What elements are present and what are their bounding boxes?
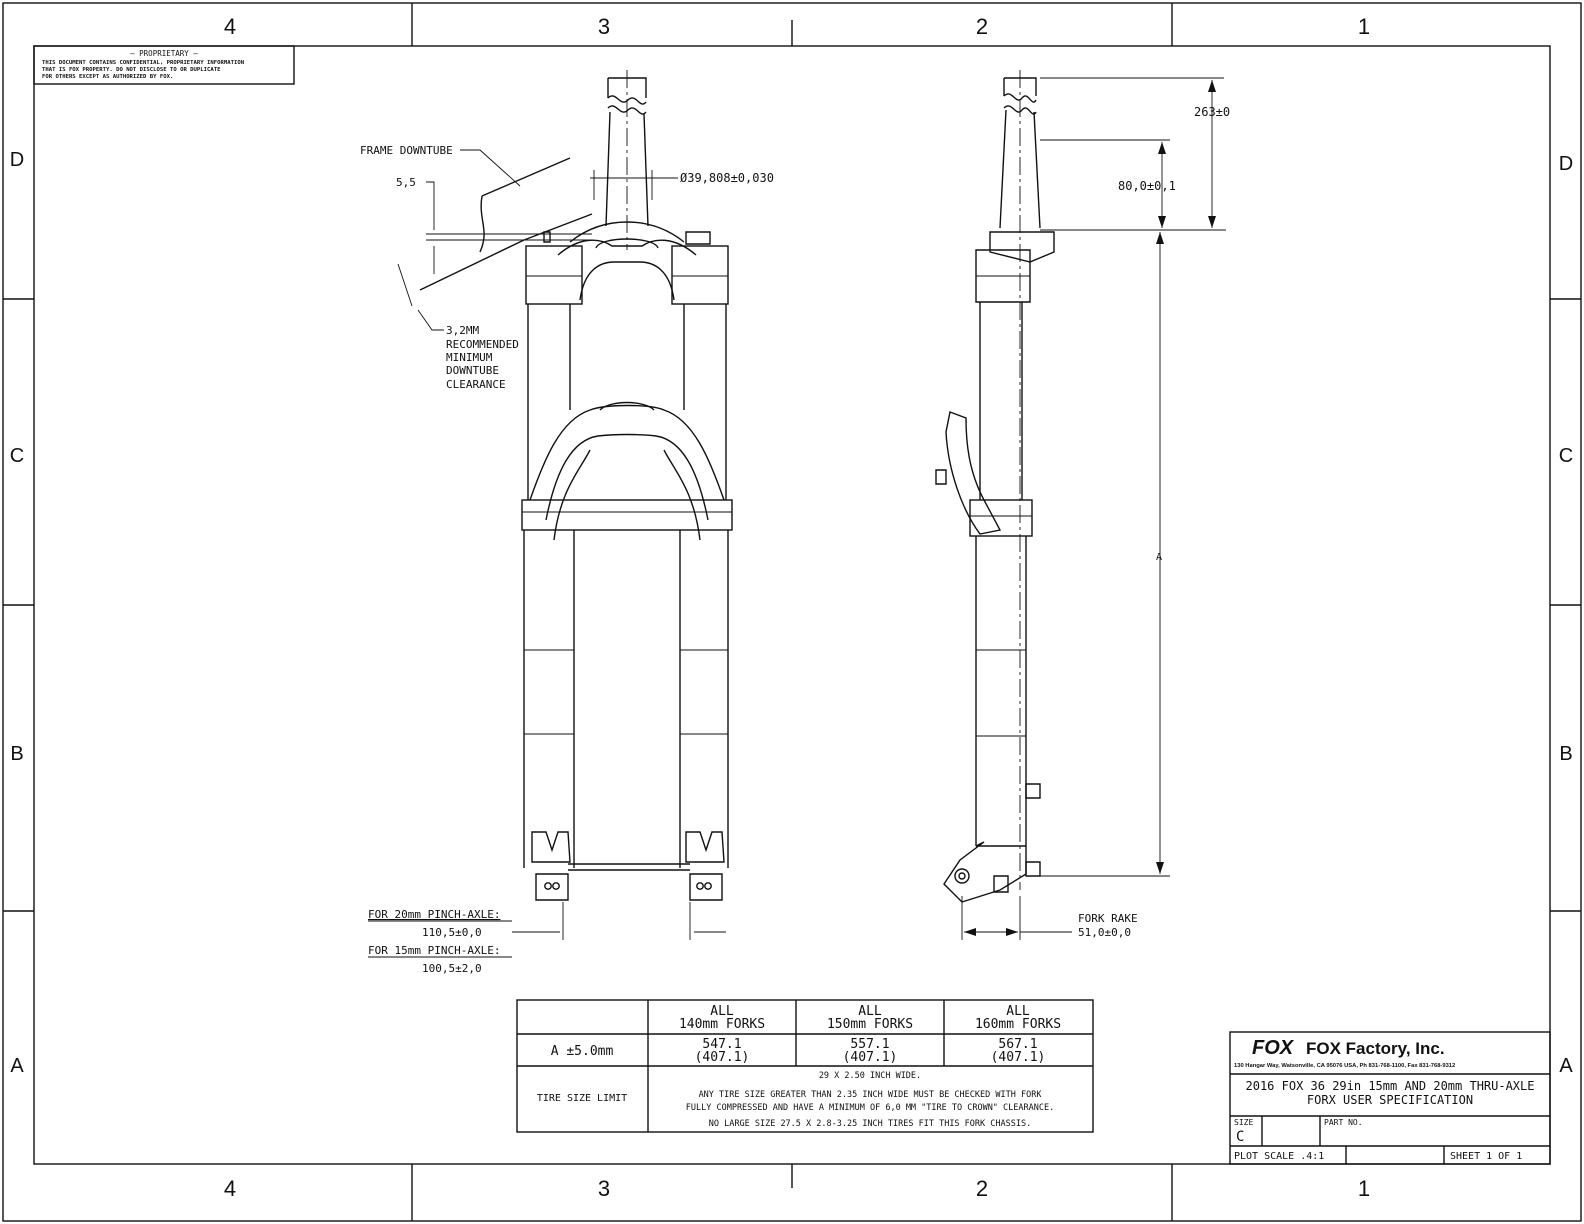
col-label-top-1: 1	[1358, 14, 1370, 39]
row-a-value-160: 567.1	[998, 1037, 1037, 1052]
drawing-title-line-2: FORX USER SPECIFICATION	[1307, 1093, 1473, 1107]
spec-table: ALL 140mm FORKS ALL 150mm FORKS ALL 160m…	[516, 999, 1094, 1133]
fork-rake-label: FORK RAKE	[1078, 912, 1138, 925]
axle-20mm-label: FOR 20mm PINCH-AXLE:	[368, 908, 500, 921]
col-header-140-top: ALL	[710, 1004, 734, 1019]
clearance-line-5: CLEARANCE	[446, 378, 506, 391]
row-label-right-c: C	[1559, 445, 1573, 467]
company-name: FOX Factory, Inc.	[1306, 1039, 1445, 1058]
row-label-left-d: D	[10, 149, 24, 171]
proprietary-line-3: FOR OTHERS EXCEPT AS AUTHORIZED BY FOX.	[42, 74, 173, 80]
col-header-160-bottom: 160mm FORKS	[975, 1017, 1061, 1032]
fork-rake-value: 51,0±0,0	[1078, 926, 1131, 939]
clearance-line-2: RECOMMENDED	[446, 338, 519, 351]
col-label-top-2: 2	[976, 14, 988, 39]
col-label-bottom-2: 2	[976, 1176, 988, 1201]
row-label-right-a: A	[1559, 1055, 1573, 1077]
side-view-drawing	[935, 70, 1055, 903]
tire-note-1: 29 X 2.50 INCH WIDE.	[819, 1071, 921, 1081]
tire-note-4: NO LARGE SIZE 27.5 X 2.8-3.25 INCH TIRES…	[709, 1119, 1031, 1129]
row-a-sub-140: (407.1)	[695, 1050, 750, 1065]
axle-to-crown-dim: A	[1156, 552, 1162, 563]
row-label-right-b: B	[1559, 743, 1572, 765]
proprietary-line-2: THAT IS FOX PROPERTY. DO NOT DISCLOSE TO…	[42, 67, 221, 73]
clearance-line-3: MINIMUM	[446, 351, 493, 364]
proprietary-line-1: THIS DOCUMENT CONTAINS CONFIDENTIAL, PRO…	[42, 60, 245, 66]
clearance-line-1: 3,2MM	[446, 324, 479, 337]
row-a-value-140: 547.1	[702, 1037, 741, 1052]
col-label-top-3: 3	[598, 14, 610, 39]
axle-15mm-value: 100,5±2,0	[422, 962, 482, 975]
axle-20mm-value: 110,5±0,0	[422, 926, 482, 939]
col-label-bottom-4: 4	[224, 1176, 236, 1201]
steerer-diameter-label: Ø39,808±0,030	[680, 171, 774, 185]
tire-note-2: ANY TIRE SIZE GREATER THAN 2.35 INCH WID…	[699, 1090, 1043, 1100]
col-label-bottom-3: 3	[598, 1176, 610, 1201]
title-block: FOX FOX Factory, Inc. 130 Hangar Way, Wa…	[1229, 1031, 1551, 1165]
proprietary-notice: — PROPRIETARY — THIS DOCUMENT CONTAINS C…	[33, 45, 295, 85]
row-a-sub-150: (407.1)	[843, 1050, 898, 1065]
col-label-bottom-1: 1	[1358, 1176, 1370, 1201]
clearance-line-4: DOWNTUBE	[446, 364, 499, 377]
side-view-annotations: 263±0 80,0±0,1 A FORK RAKE 51,0±0,0	[961, 77, 1230, 940]
row-label-left-c: C	[10, 445, 24, 467]
proprietary-title: — PROPRIETARY —	[130, 49, 198, 58]
size-label: SIZE	[1234, 1118, 1253, 1127]
frame-downtube-label: FRAME DOWNTUBE	[360, 144, 453, 157]
part-no-label: PART NO.	[1324, 1118, 1363, 1127]
steerer-length-dim: 263±0	[1194, 105, 1230, 119]
axle-15mm-label: FOR 15mm PINCH-AXLE:	[368, 944, 500, 957]
col-header-150-bottom: 150mm FORKS	[827, 1017, 913, 1032]
border-zone-labels: 4 3 2 1 4 3 2 1 D C B A D C B A	[10, 14, 1574, 1201]
company-address: 130 Hangar Way, Watsonville, CA 95076 US…	[1234, 1063, 1455, 1069]
drawing-title-line-1: 2016 FOX 36 29in 15mm AND 20mm THRU-AXLE	[1246, 1079, 1535, 1093]
row-a-value-150: 557.1	[850, 1037, 889, 1052]
tire-size-label: TIRE SIZE LIMIT	[537, 1093, 627, 1104]
front-view-annotations: FRAME DOWNTUBE 5,5 3,2MM RECOMMENDED MIN…	[360, 144, 774, 975]
col-header-160-top: ALL	[1006, 1004, 1030, 1019]
col-header-150-top: ALL	[858, 1004, 882, 1019]
col-label-top-4: 4	[224, 14, 236, 39]
taper-length-dim: 80,0±0,1	[1118, 179, 1176, 193]
row-a-label: A ±5.0mm	[551, 1044, 614, 1059]
size-value: C	[1236, 1129, 1244, 1145]
fox-logo: FOX	[1252, 1037, 1295, 1059]
sheet-number: SHEET 1 OF 1	[1450, 1151, 1522, 1162]
row-label-left-a: A	[10, 1055, 24, 1077]
front-view-drawing	[521, 70, 733, 901]
offset-dim-label: 5,5	[396, 176, 416, 189]
row-label-left-b: B	[10, 743, 23, 765]
plot-scale: PLOT SCALE .4:1	[1234, 1151, 1324, 1162]
tire-note-3: FULLY COMPRESSED AND HAVE A MINIMUM OF 6…	[686, 1103, 1054, 1113]
row-a-sub-160: (407.1)	[991, 1050, 1046, 1065]
col-header-140-bottom: 140mm FORKS	[679, 1017, 765, 1032]
row-label-right-d: D	[1559, 153, 1573, 175]
